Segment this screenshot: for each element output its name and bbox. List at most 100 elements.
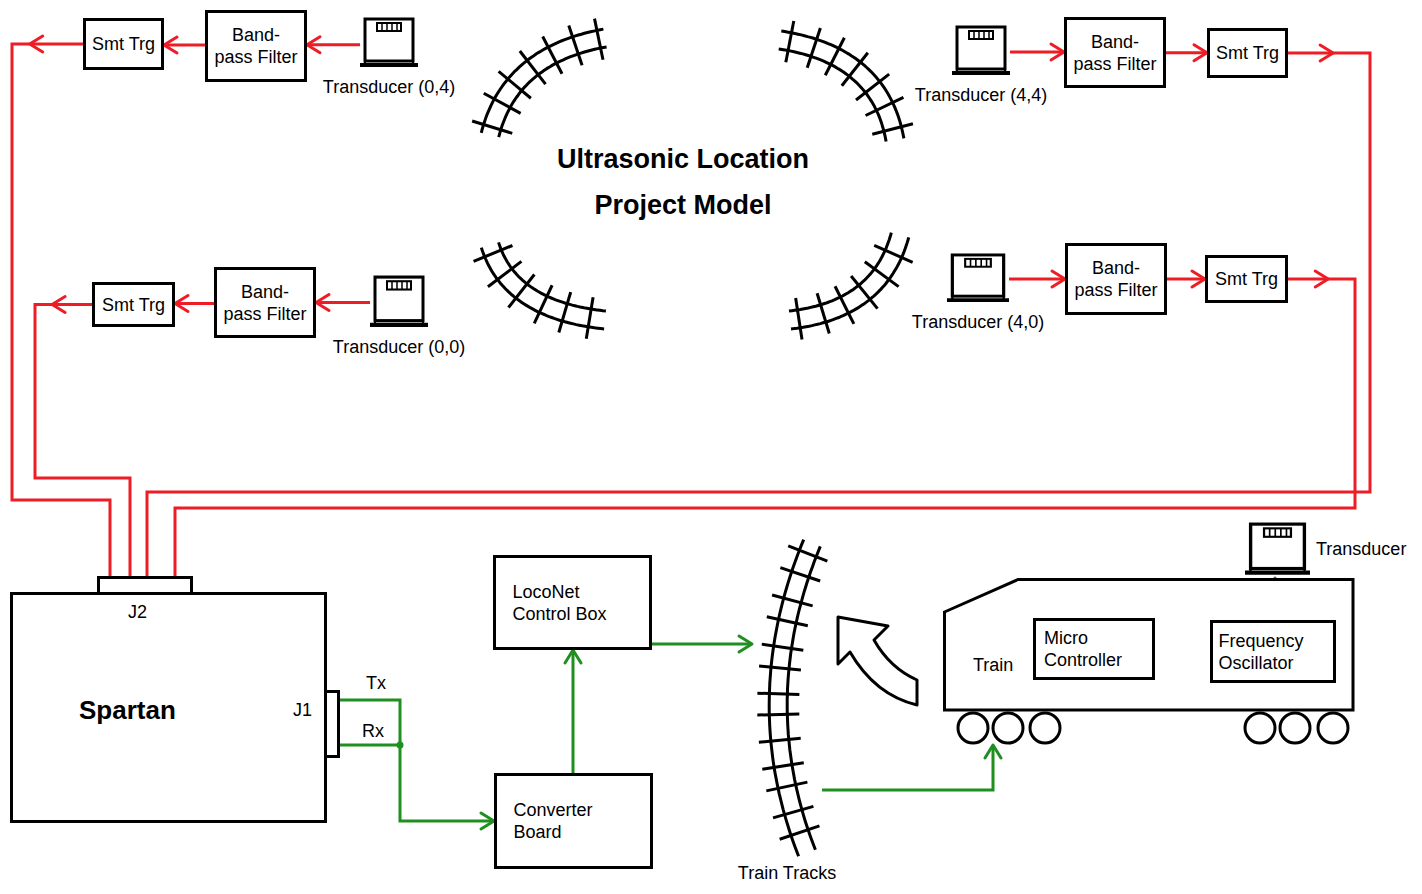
transducer-foot xyxy=(956,69,958,73)
trigger-box: Smt Trg xyxy=(92,282,175,327)
track-tie xyxy=(559,292,571,332)
arrow-head xyxy=(1194,45,1207,61)
transducer-base xyxy=(370,323,428,327)
grille-slot xyxy=(970,259,972,267)
grille-slot xyxy=(978,31,980,39)
transducer-grille xyxy=(387,281,411,289)
transducer-housing xyxy=(365,19,413,61)
track-rail xyxy=(779,49,886,142)
track-tie xyxy=(762,644,804,650)
box-label: Smt Trg xyxy=(92,33,155,55)
track-arcs xyxy=(472,19,913,340)
transducer-foot xyxy=(1003,296,1005,300)
transducer-foot xyxy=(1004,69,1006,73)
signal-label: J2 xyxy=(128,601,147,623)
track-tie xyxy=(780,826,820,839)
track-rail xyxy=(791,237,909,329)
wire-path xyxy=(1166,51,1207,54)
wire-path xyxy=(1009,278,1065,281)
transducer-grille xyxy=(969,31,993,39)
grille-slot xyxy=(391,23,393,31)
track-tie xyxy=(595,19,603,60)
track-tie xyxy=(762,763,803,770)
track-rail xyxy=(789,233,891,311)
signal-wire xyxy=(175,271,1355,576)
transducer: Transducer xyxy=(1245,522,1310,578)
transducer: Transducer (0,0) xyxy=(370,275,428,330)
box-label: Micro Controller xyxy=(1044,627,1144,671)
wire-path xyxy=(35,305,130,577)
transducer-housing xyxy=(952,255,1003,296)
grille-slot xyxy=(1269,528,1271,536)
transducer-housing xyxy=(957,27,1005,69)
transducer: Transducer (0,4) xyxy=(360,17,418,70)
arrow-head xyxy=(164,37,177,53)
grille-slot xyxy=(980,259,982,267)
grille-slot xyxy=(1286,528,1288,536)
arrow-head xyxy=(1052,271,1065,287)
transducer-label: Transducer xyxy=(1316,538,1406,560)
track-tie xyxy=(788,546,827,561)
train-label: Train xyxy=(973,654,1013,676)
track-tie xyxy=(472,121,512,133)
wire-path xyxy=(652,643,752,646)
control-box: LocoNet Control Box xyxy=(493,555,652,650)
diagram-title: Ultrasonic Location Project Model xyxy=(518,136,848,228)
wire-path xyxy=(822,745,993,790)
signal-wire xyxy=(35,297,130,577)
trigger-box: Smt Trg xyxy=(1207,28,1288,78)
wire-path xyxy=(175,279,1355,576)
wire-path xyxy=(1010,51,1064,54)
train-wheel xyxy=(1280,713,1310,743)
grille-slot xyxy=(1280,528,1282,536)
box-label: Frequency Oscillator xyxy=(1219,630,1327,674)
signal-label: Rx xyxy=(362,720,384,742)
filter-box: Band-pass Filter xyxy=(1065,243,1167,315)
track-tie xyxy=(766,782,807,791)
arrow-head xyxy=(1315,271,1328,287)
wire-path xyxy=(572,650,575,773)
transducer-foot xyxy=(364,61,366,65)
grille-slot xyxy=(381,23,383,31)
transducer-icon xyxy=(370,275,428,330)
arrow-head xyxy=(739,636,752,652)
transducer-label: Transducer (0,0) xyxy=(333,336,465,358)
transducer-icon xyxy=(952,25,1010,78)
transducer-foot xyxy=(422,321,424,325)
grille-slot xyxy=(396,281,398,289)
grille-slot xyxy=(386,23,388,31)
train-wheel xyxy=(958,713,988,743)
box-label: Smt Trg xyxy=(102,294,165,316)
wire-path xyxy=(307,43,360,46)
box-label: Band-pass Filter xyxy=(214,24,298,68)
transducer-label: Transducer (4,4) xyxy=(915,84,1047,106)
filter-box: Band-pass Filter xyxy=(1064,17,1166,88)
transducer-foot xyxy=(1303,568,1305,572)
box-label: Smt Trg xyxy=(1215,268,1278,290)
wire-path xyxy=(175,302,214,305)
arrow-head xyxy=(52,297,65,313)
track-tie xyxy=(780,568,820,581)
transducer-foot xyxy=(951,296,953,300)
signal-wire xyxy=(565,650,581,773)
signal-wire xyxy=(1167,271,1205,287)
box-label: LocoNet Control Box xyxy=(513,581,633,625)
signal-label: J1 xyxy=(293,699,312,721)
track-tie xyxy=(772,595,813,606)
grille-slot xyxy=(396,23,398,31)
track-label: Train Tracks xyxy=(738,862,836,884)
signal-wire xyxy=(147,45,1370,576)
grille-slot xyxy=(983,31,985,39)
converter-box: Converter Board xyxy=(494,773,653,869)
fpga-board: Spartan xyxy=(10,592,327,823)
train-tracks: Train Tracks xyxy=(752,535,822,860)
transducer-foot xyxy=(1249,568,1251,572)
signal-wire xyxy=(822,745,1001,790)
signal-wire xyxy=(316,295,370,311)
track-tie xyxy=(759,666,801,670)
transducer-grille xyxy=(1264,528,1291,536)
signal-wire xyxy=(652,636,752,652)
train-wheel xyxy=(1318,713,1348,743)
transducer-base xyxy=(952,71,1010,75)
train-outline xyxy=(945,580,1354,711)
